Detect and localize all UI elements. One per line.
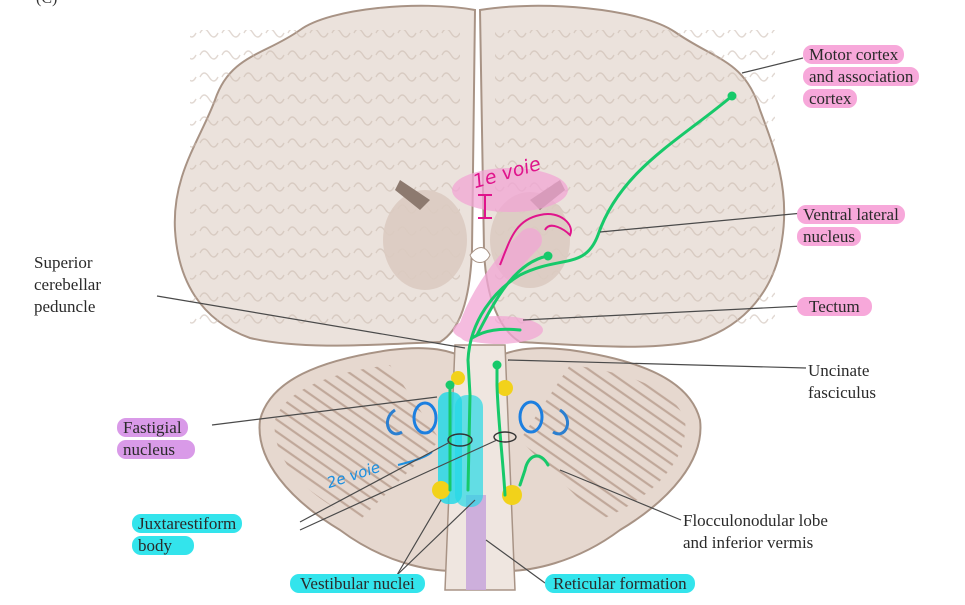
- label-uncinate-fasciculus: Uncinate fasciculus: [808, 360, 876, 404]
- label-superior-cerebellar-peduncle: Superior cerebellar peduncle: [34, 252, 101, 318]
- label-fastigial-nucleus: Fastigial nucleus: [117, 417, 195, 461]
- reticular-formation-band: [466, 495, 486, 590]
- label-tectum: Tectum: [797, 296, 872, 318]
- label-ventral-lateral-nucleus: Ventral lateral nucleus: [797, 204, 905, 248]
- label-flocculonodular-lobe: Flocculonodular lobe and inferior vermis: [683, 510, 828, 554]
- label-juxtarestiform-body: Juxtarestiform body: [132, 513, 242, 557]
- label-reticular-formation: Reticular formation: [545, 573, 695, 595]
- label-vestibular-nuclei: Vestibular nuclei: [290, 573, 425, 595]
- label-motor-cortex: Motor cortex and association cortex: [803, 44, 919, 110]
